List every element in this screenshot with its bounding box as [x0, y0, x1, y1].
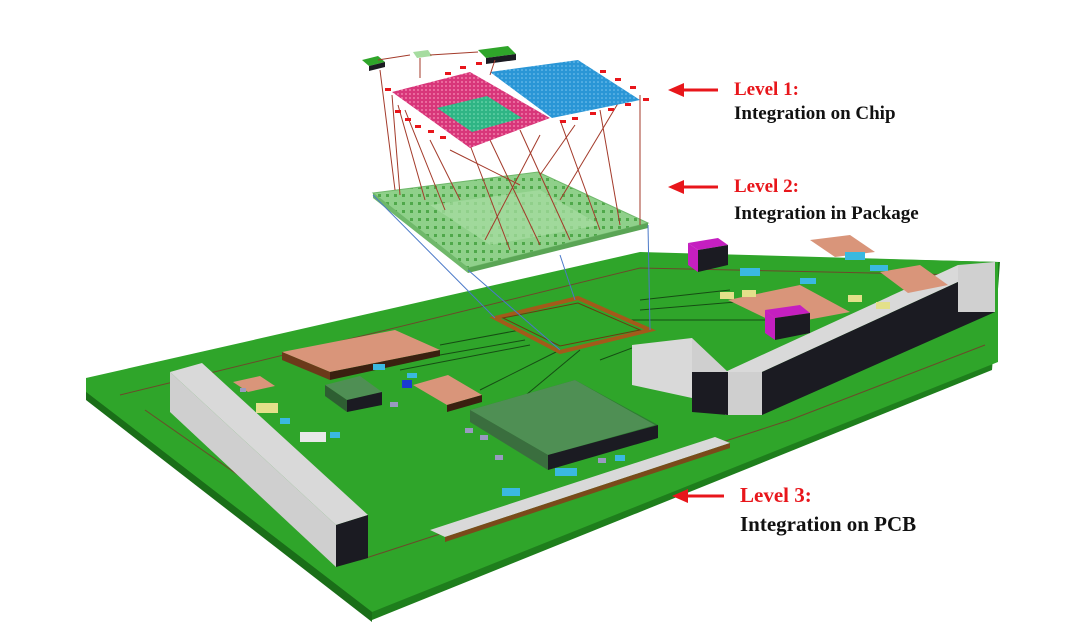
- pcb-components-magenta: [688, 238, 810, 340]
- pcb-smd-parts: [240, 252, 890, 496]
- package-to-pcb-lines: [372, 194, 651, 351]
- level-3-label: Level 3:: [740, 483, 812, 507]
- level-3-text: Level 3: Integration on PCB: [740, 483, 916, 536]
- level-arrows: [668, 83, 724, 503]
- arrow-level-1: [668, 83, 718, 97]
- chip-die: [362, 46, 649, 251]
- level-1-description: Integration on Chip: [734, 103, 896, 124]
- pcb-small-chip: [325, 376, 382, 412]
- level-2-text: Level 2: Integration in Package: [734, 176, 919, 224]
- arrow-level-2: [668, 180, 718, 194]
- left-connector: [170, 363, 368, 567]
- chip-to-package-wires: [379, 69, 641, 251]
- level-1-text: Level 1: Integration on Chip: [734, 79, 896, 124]
- level-2-label: Level 2:: [734, 176, 799, 197]
- edge-connector: [430, 437, 730, 542]
- right-connector: [632, 262, 995, 415]
- level-3-description: Integration on PCB: [740, 512, 916, 536]
- chip-pads: [385, 62, 649, 139]
- main-pcb-chip: [470, 380, 658, 470]
- package-substrate: [371, 171, 650, 273]
- arrow-level-3: [672, 489, 724, 503]
- level-1-label: Level 1:: [734, 79, 799, 100]
- level-2-description: Integration in Package: [734, 203, 919, 224]
